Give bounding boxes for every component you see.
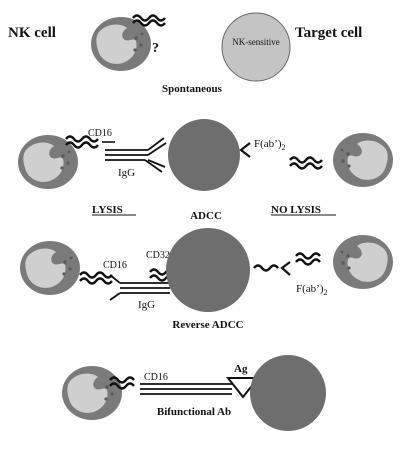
target-cell-icon [168, 119, 240, 191]
nk-cell-icon [62, 366, 122, 420]
receptor-squiggle-icon [132, 19, 166, 27]
panel-adcc: CD16 IgG F(ab’)2 LYSIS ADCC NO LYSIS [18, 119, 393, 222]
no-lysis-label: NO LYSIS [271, 204, 321, 216]
receptor-squiggle-icon [295, 258, 321, 266]
panel-bifunctional: CD16 Ag Bifunctional Ab [62, 355, 326, 431]
receptor-squiggle-icon [109, 382, 135, 390]
lysis-label: LYSIS [92, 204, 123, 216]
target-inner-label: NK-sensitive [232, 37, 280, 47]
receptor-squiggle-icon [79, 271, 113, 279]
receptor-squiggle-icon [295, 252, 321, 260]
fab-fragment-icon [280, 261, 291, 276]
question-mark: ? [152, 41, 159, 56]
nk-cell-label: NK cell [8, 25, 56, 41]
receptor-squiggle-icon [253, 264, 279, 272]
receptor-squiggle-icon [132, 14, 166, 22]
fab-label: F(ab’)2 [296, 283, 328, 297]
panel-reverse-adcc: CD16 CD32 IgG F(ab’)2 Reverse ADCC [20, 228, 393, 331]
caption-spontaneous: Spontaneous [162, 83, 223, 95]
igg-antibody-icon [109, 274, 170, 301]
target-cell-label: Target cell [295, 25, 362, 41]
receptor-squiggle-icon [65, 141, 99, 149]
receptor-squiggle-icon [289, 162, 323, 170]
igg-label: IgG [118, 167, 135, 179]
target-cell-icon [166, 228, 250, 312]
caption-bifunctional: Bifunctional Ab [157, 406, 231, 418]
fab-label: F(ab’)2 [254, 138, 286, 152]
nk-cell-icon [333, 133, 393, 187]
igg-antibody-icon [105, 137, 167, 173]
receptor-squiggle-icon [289, 156, 323, 164]
receptor-squiggle-icon [65, 135, 99, 143]
panel-spontaneous: NK cell ? NK-sensitive Target cell Spont… [8, 12, 362, 95]
nk-cell-icon [20, 241, 80, 295]
target-cell-icon [221, 12, 291, 82]
receptor-squiggle-icon [79, 277, 113, 285]
fab-fragment-icon [239, 142, 251, 158]
ag-label: Ag [234, 363, 248, 375]
cd16-label: CD16 [103, 260, 127, 271]
cd16-label: CD16 [144, 372, 168, 383]
caption-reverse-adcc: Reverse ADCC [172, 319, 243, 331]
igg-label: IgG [138, 299, 155, 311]
caption-adcc: ADCC [190, 210, 222, 222]
receptor-squiggle-icon [109, 376, 135, 384]
bifunctional-antibody-icon [140, 383, 232, 395]
nk-cell-icon [333, 235, 393, 289]
target-cell-icon [250, 355, 326, 431]
cd32-label: CD32 [146, 250, 170, 261]
cd16-label: CD16 [88, 128, 112, 139]
